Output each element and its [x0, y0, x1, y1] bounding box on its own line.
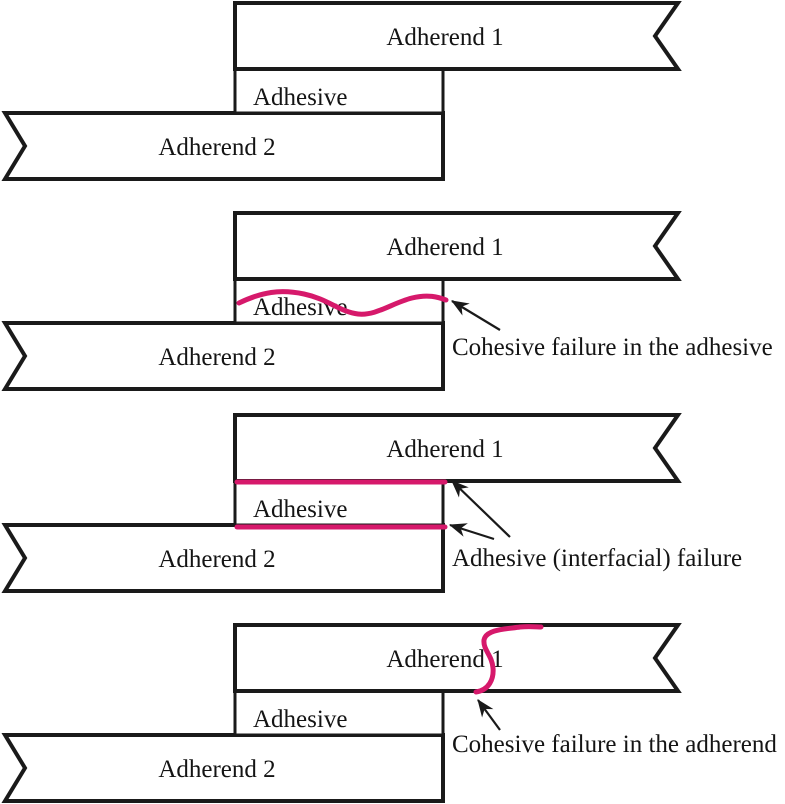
adherend-1-label: Adherend 1 [386, 234, 503, 261]
adherend-2-label: Adherend 2 [158, 546, 275, 573]
caption-leader-arrow [477, 699, 501, 731]
caption-leader-arrow-lower [448, 523, 495, 541]
adherend-1-shape [233, 211, 682, 281]
adherend-1-shape [233, 413, 682, 483]
adherend-1-shape [233, 1, 682, 71]
adhesive-label: Adhesive [253, 706, 347, 733]
adhesive-label: Adhesive [253, 84, 347, 111]
panel-caption: Adhesive (interfacial) failure [452, 545, 742, 572]
adhesive-label: Adhesive [253, 294, 347, 321]
adherend-2-label: Adherend 2 [158, 344, 275, 371]
caption-leader-arrow-upper [451, 480, 511, 538]
crack-line-wavy [236, 289, 449, 317]
panel-caption: Cohesive failure in the adhesive [452, 334, 773, 361]
adhesive-layer-shape [233, 689, 445, 737]
crack-line-s-curve [473, 624, 544, 695]
adherend-2-label: Adherend 2 [158, 134, 275, 161]
adhesive-label: Adhesive [253, 496, 347, 523]
adherend-2-label: Adherend 2 [158, 756, 275, 783]
adherend-1-shape [233, 623, 682, 693]
adherend-1-label: Adherend 1 [386, 24, 503, 51]
panel-caption: Cohesive failure in the adherend [452, 731, 777, 758]
adherend-1-label: Adherend 1 [386, 436, 503, 463]
adhesive-layer-shape [233, 67, 445, 115]
failure-panel-intact-joint: Adherend 1 Adherend 2 Adhesive [1, 1, 682, 181]
caption-leader-arrow [451, 300, 501, 331]
